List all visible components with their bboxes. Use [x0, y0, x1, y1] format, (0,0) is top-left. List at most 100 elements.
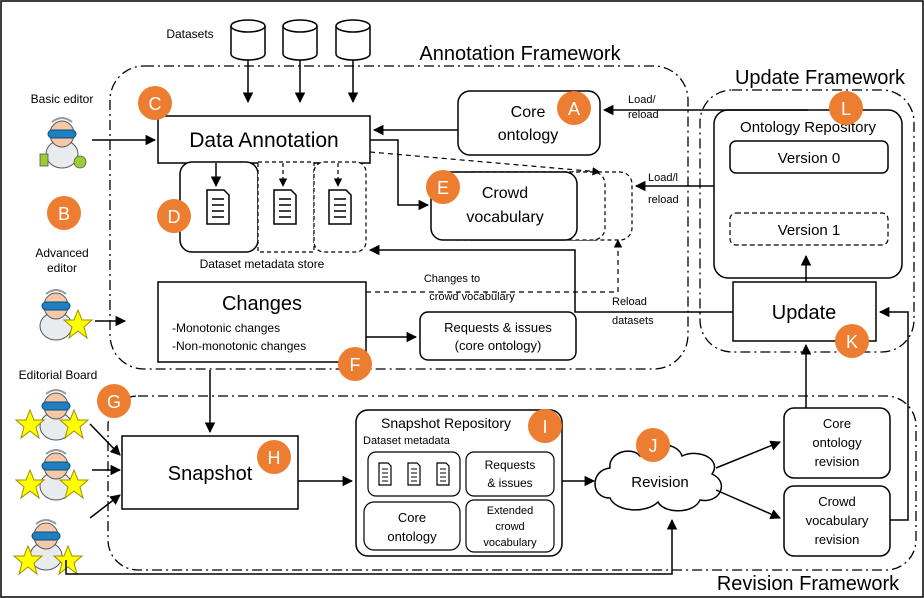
load-reload-label-3: Load/l	[648, 172, 678, 184]
svg-text:B: B	[58, 204, 70, 224]
changes-item: -Non-monotonic changes	[172, 339, 306, 353]
core-revision-label-1: Core	[823, 416, 851, 431]
core-revision-label-2: ontology	[812, 435, 862, 450]
marker-I: I	[528, 409, 562, 443]
requests-issues-label-1: Requests & issues	[444, 320, 552, 335]
svg-text:K: K	[846, 332, 858, 352]
editorial-board-label: Editorial Board	[19, 368, 98, 382]
marker-B: B	[47, 196, 81, 230]
document-icon	[273, 189, 297, 225]
load-reload-label-1: Load/	[628, 94, 656, 106]
revision-framework-region	[107, 395, 917, 571]
document-icon	[407, 462, 421, 486]
board-member-avatar	[15, 449, 89, 501]
svg-text:E: E	[437, 178, 449, 198]
revision-framework-title: Revision Framework	[717, 573, 900, 595]
advanced-editor-label-1: Advanced	[35, 246, 88, 260]
crowd-vocabulary-label-2: vocabulary	[466, 209, 543, 226]
datasets-label: Datasets	[166, 27, 213, 41]
snapshot-requests-box	[465, 451, 555, 497]
document-icon	[436, 462, 450, 486]
svg-text:L: L	[841, 99, 851, 119]
svg-text:C: C	[149, 94, 162, 114]
svg-text:G: G	[107, 392, 121, 412]
snapshot-dataset-metadata-label: Dataset metadata	[363, 435, 451, 447]
version-0-label: Version 0	[778, 150, 841, 167]
core-ontology-revision-box	[783, 407, 891, 479]
advanced-editor-label-2: editor	[47, 261, 77, 275]
version-1-label: Version 1	[778, 222, 841, 239]
requests-issues-label-2: (core ontology)	[455, 338, 542, 353]
load-reload-label-2: reload	[628, 109, 659, 121]
snapshot-extended-label-3: vocabulary	[483, 537, 537, 549]
crowd-vocabulary-box	[430, 171, 578, 241]
document-icon	[378, 462, 392, 486]
marker-G: G	[97, 384, 131, 418]
annotation-framework-region	[109, 65, 689, 370]
advanced-editor-avatar	[39, 289, 93, 341]
changes-item: -Monotonic changes	[172, 321, 280, 335]
marker-J: J	[636, 428, 670, 462]
reload-datasets-label-2: datasets	[612, 315, 654, 327]
marker-L: L	[829, 91, 863, 125]
basic-editor-avatar	[39, 117, 87, 169]
snapshot-extended-label-1: Extended	[487, 505, 533, 517]
basic-editor-label: Basic editor	[31, 92, 94, 106]
crowd-vocabulary-label-1: Crowd	[482, 185, 528, 202]
reload-datasets-label-1: Reload	[612, 296, 647, 308]
annotation-framework-title: Annotation Framework	[419, 43, 621, 65]
changes-title: Changes	[222, 293, 302, 315]
snapshot-core-label-1: Core	[398, 510, 426, 525]
data-annotation-label: Data Annotation	[189, 129, 338, 152]
update-framework-title: Update Framework	[735, 67, 906, 89]
svg-text:J: J	[649, 436, 658, 456]
snapshot-extended-box	[465, 499, 555, 553]
snapshot-requests-label-1: Requests	[485, 458, 536, 472]
marker-H: H	[257, 440, 291, 474]
requests-issues-box	[419, 311, 577, 361]
marker-D: D	[157, 199, 191, 233]
svg-text:H: H	[268, 448, 281, 468]
snapshot-repository-title: Snapshot Repository	[381, 415, 511, 431]
version-1-box	[729, 212, 889, 246]
dataset-cylinder	[282, 19, 318, 61]
board-member-avatar	[15, 389, 89, 441]
changes-box	[157, 281, 367, 363]
changes-to-label-2: crowd vocabulary	[429, 291, 515, 303]
snapshot-extended-label-2: crowd	[495, 521, 524, 533]
core-revision-label-3: revision	[815, 454, 860, 469]
svg-text:D: D	[168, 207, 181, 227]
marker-F: F	[338, 347, 372, 381]
core-ontology-label-2: ontology	[498, 127, 559, 144]
svg-text:I: I	[542, 417, 547, 437]
crowd-revision-label-2: vocabulary	[806, 513, 869, 528]
core-ontology-label-1: Core	[511, 104, 546, 121]
crowd-revision-label-3: revision	[815, 532, 860, 547]
marker-E: E	[426, 170, 460, 204]
board-member-avatar	[13, 519, 83, 575]
dataset-metadata-store-label: Dataset metadata store	[200, 257, 325, 271]
svg-text:A: A	[568, 99, 580, 119]
document-icon	[206, 189, 230, 225]
snapshot-core-box	[363, 501, 461, 551]
marker-K: K	[835, 324, 869, 358]
revision-cloud	[594, 444, 723, 512]
load-reload-label-4: reload	[648, 194, 679, 206]
document-icon	[328, 189, 352, 225]
marker-A: A	[557, 91, 591, 125]
dataset-cylinder	[230, 19, 266, 61]
changes-to-label-1: Changes to	[424, 273, 480, 285]
revision-label: Revision	[631, 474, 689, 491]
dataset-cylinder	[335, 19, 371, 61]
crowd-revision-label-1: Crowd	[818, 494, 856, 509]
snapshot-core-label-2: ontology	[387, 529, 437, 544]
marker-C: C	[138, 86, 172, 120]
crowd-vocabulary-revision-box	[783, 485, 891, 557]
snapshot-requests-label-2: & issues	[487, 476, 532, 490]
svg-text:F: F	[350, 355, 361, 375]
version-0-box	[729, 140, 889, 174]
update-label: Update	[772, 302, 837, 324]
